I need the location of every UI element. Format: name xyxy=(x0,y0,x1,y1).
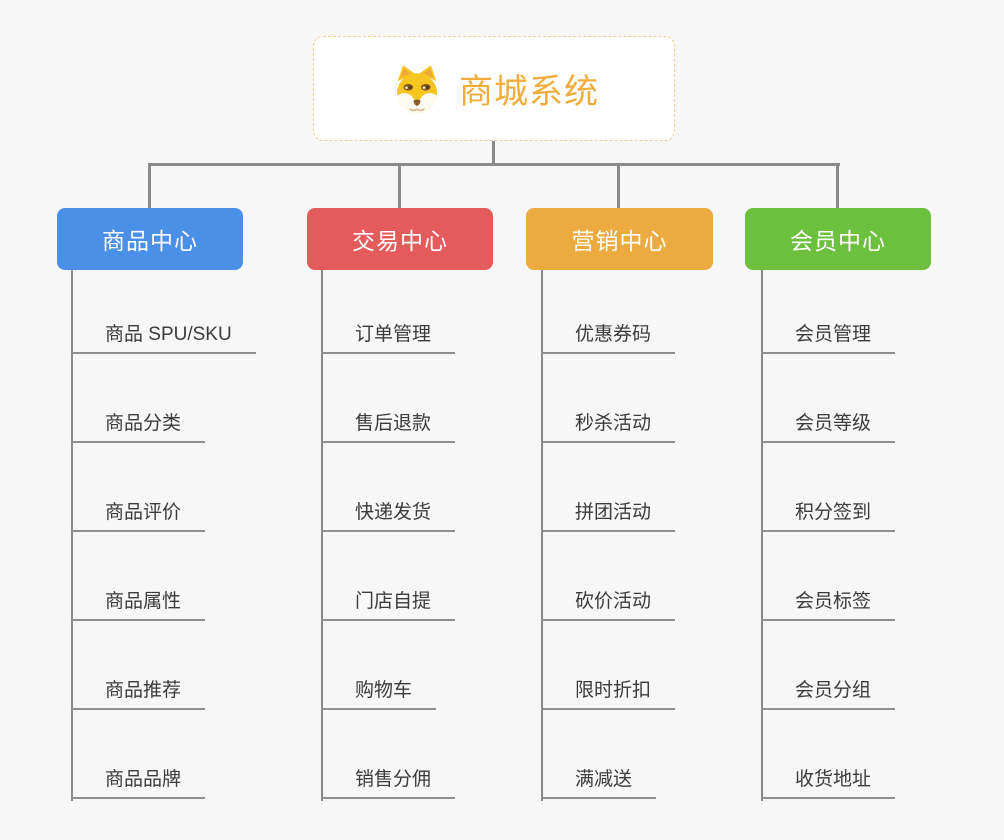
leaf-member-management[interactable]: 会员管理 xyxy=(761,312,896,354)
leaf-group-buy[interactable]: 拼团活动 xyxy=(541,490,676,532)
connector-drop-1 xyxy=(148,163,151,208)
branch-node-product-center[interactable]: 商品中心 xyxy=(57,208,243,270)
column-line-3 xyxy=(541,268,543,801)
leaf-coupon-code[interactable]: 优惠券码 xyxy=(541,312,676,354)
leaf-product-recommend[interactable]: 商品推荐 xyxy=(71,668,206,710)
leaf-limited-time-discount[interactable]: 限时折扣 xyxy=(541,668,676,710)
shiba-dog-icon xyxy=(396,64,438,113)
leaf-full-reduction[interactable]: 满减送 xyxy=(541,757,657,799)
connector-bus xyxy=(148,163,840,166)
branch-node-trade-center[interactable]: 交易中心 xyxy=(307,208,493,270)
leaf-sales-commission[interactable]: 销售分佣 xyxy=(321,757,456,799)
leaf-member-level[interactable]: 会员等级 xyxy=(761,401,896,443)
leaf-shipping-address[interactable]: 收货地址 xyxy=(761,757,896,799)
leaf-after-sales-refund[interactable]: 售后退款 xyxy=(321,401,456,443)
leaf-shopping-cart[interactable]: 购物车 xyxy=(321,668,437,710)
column-line-2 xyxy=(321,268,323,801)
leaf-express-delivery[interactable]: 快递发货 xyxy=(321,490,456,532)
leaf-product-brand[interactable]: 商品品牌 xyxy=(71,757,206,799)
leaf-bargain-activity[interactable]: 砍价活动 xyxy=(541,579,676,621)
branch-node-marketing-center[interactable]: 营销中心 xyxy=(526,208,713,270)
connector-drop-3 xyxy=(617,163,620,208)
connector-drop-2 xyxy=(398,163,401,208)
root-node[interactable]: 商城系统 xyxy=(313,36,675,141)
leaf-product-spu-sku[interactable]: 商品 SPU/SKU xyxy=(71,312,256,354)
leaf-product-category[interactable]: 商品分类 xyxy=(71,401,206,443)
connector-drop-4 xyxy=(836,163,839,208)
leaf-member-tag[interactable]: 会员标签 xyxy=(761,579,896,621)
leaf-flash-sale[interactable]: 秒杀活动 xyxy=(541,401,676,443)
connector-root-stem xyxy=(492,140,495,164)
leaf-points-checkin[interactable]: 积分签到 xyxy=(761,490,896,532)
column-line-1 xyxy=(71,268,73,801)
leaf-product-attribute[interactable]: 商品属性 xyxy=(71,579,206,621)
leaf-member-group[interactable]: 会员分组 xyxy=(761,668,896,710)
leaf-store-pickup[interactable]: 门店自提 xyxy=(321,579,456,621)
leaf-product-review[interactable]: 商品评价 xyxy=(71,490,206,532)
leaf-order-management[interactable]: 订单管理 xyxy=(321,312,456,354)
root-title: 商城系统 xyxy=(459,73,599,111)
branch-node-member-center[interactable]: 会员中心 xyxy=(745,208,931,270)
column-line-4 xyxy=(761,268,763,801)
